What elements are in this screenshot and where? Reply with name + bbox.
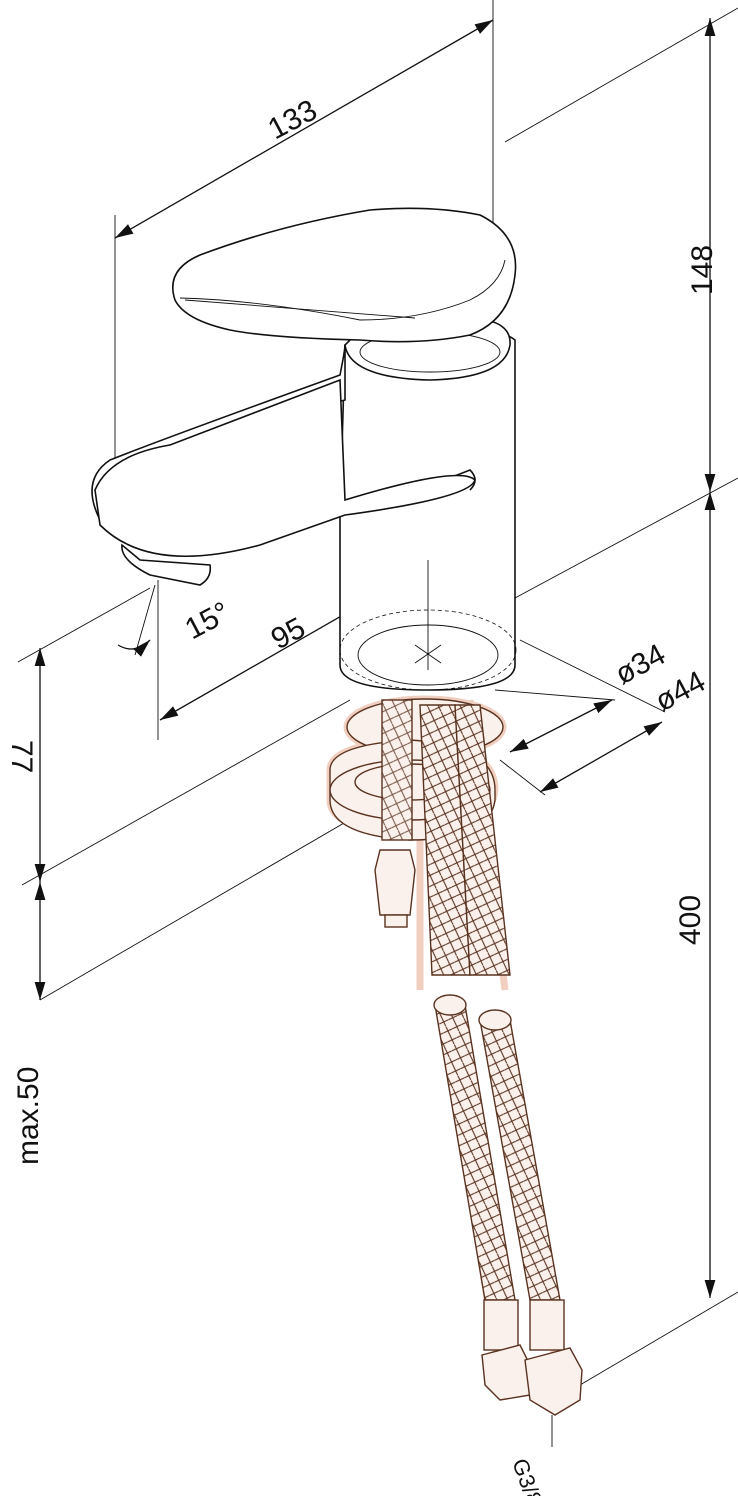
dimension-133: 133 (263, 94, 323, 147)
dimension-15-degrees: 15° (180, 596, 236, 646)
faucet-body (91, 207, 517, 691)
dimension-148: 148 (686, 245, 719, 295)
dimension-g3-8: G3/8 (507, 1455, 547, 1496)
dimension-77: 77 (5, 740, 38, 773)
dimension-lines (34, 18, 716, 1298)
dimension-max-50: max.50 (12, 1067, 45, 1165)
dimension-95: 95 (266, 611, 311, 656)
extension-lines (17, 0, 738, 1386)
hoses-and-mounting-kit (326, 695, 583, 1447)
dimension-400: 400 (674, 895, 707, 945)
